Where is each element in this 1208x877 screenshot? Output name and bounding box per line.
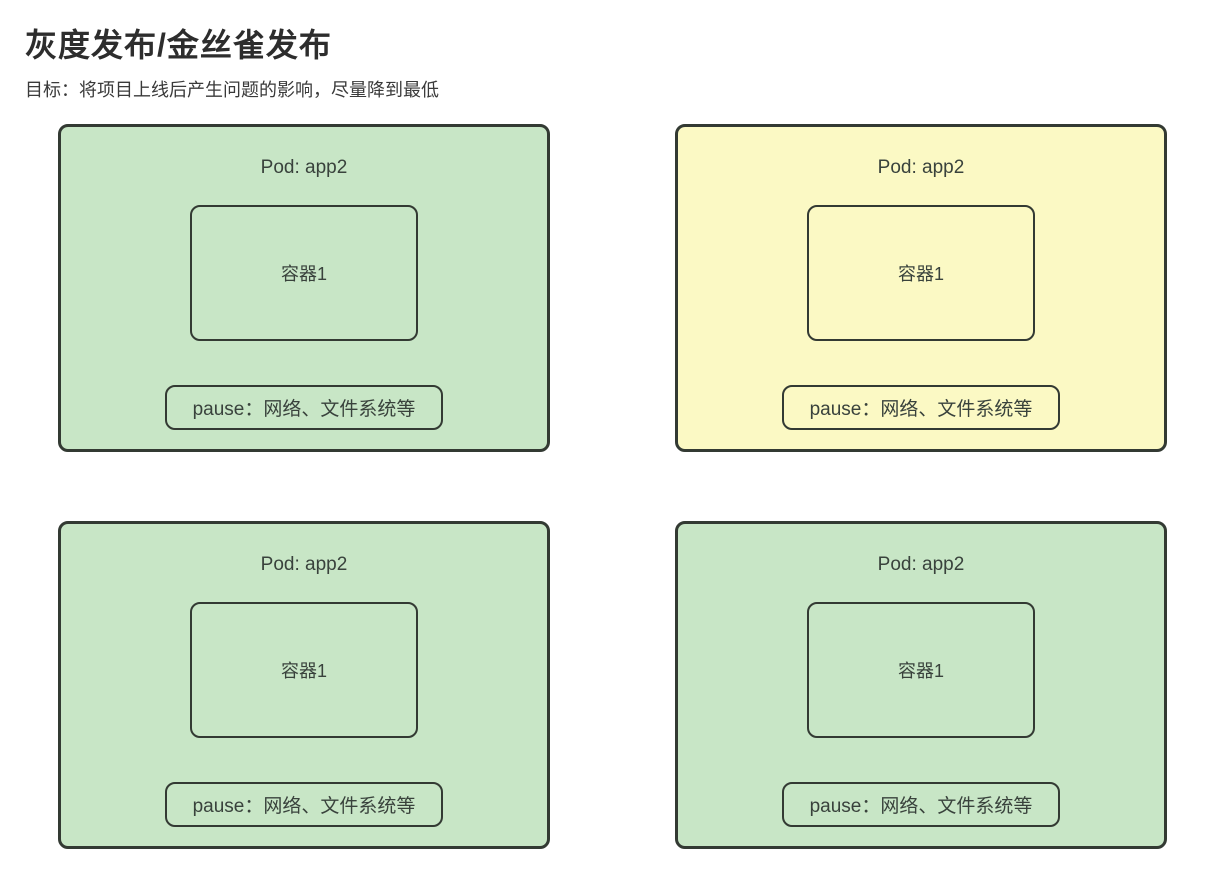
pod-title: Pod: app2	[260, 554, 348, 575]
pod-title: Pod: app2	[877, 157, 965, 178]
container-label: 容器1	[897, 264, 944, 284]
pod-card-bottom-right: Pod: app2 容器1 pause：网络、文件系统等	[675, 521, 1167, 849]
pod-card-top-left: Pod: app2 容器1 pause：网络、文件系统等	[58, 124, 550, 452]
pause-label: pause：网络、文件系统等	[192, 399, 416, 420]
page-title: 灰度发布/金丝雀发布	[25, 27, 332, 63]
container-label: 容器1	[280, 264, 327, 284]
pause-label: pause：网络、文件系统等	[809, 796, 1033, 817]
container-label: 容器1	[897, 661, 944, 681]
pause-label: pause：网络、文件系统等	[809, 399, 1033, 420]
pause-box: pause：网络、文件系统等	[165, 782, 443, 827]
pod-title: Pod: app2	[260, 157, 348, 178]
pod-title: Pod: app2	[877, 554, 965, 575]
pod-card-bottom-left: Pod: app2 容器1 pause：网络、文件系统等	[58, 521, 550, 849]
container-box: 容器1	[190, 602, 418, 738]
container-box: 容器1	[807, 205, 1035, 341]
page-subtitle: 目标：将项目上线后产生问题的影响，尽量降到最低	[25, 80, 439, 100]
pause-box: pause：网络、文件系统等	[165, 385, 443, 430]
pause-label: pause：网络、文件系统等	[192, 796, 416, 817]
pause-box: pause：网络、文件系统等	[782, 782, 1060, 827]
pause-box: pause：网络、文件系统等	[782, 385, 1060, 430]
container-label: 容器1	[280, 661, 327, 681]
container-box: 容器1	[807, 602, 1035, 738]
pod-card-top-right: Pod: app2 容器1 pause：网络、文件系统等	[675, 124, 1167, 452]
container-box: 容器1	[190, 205, 418, 341]
